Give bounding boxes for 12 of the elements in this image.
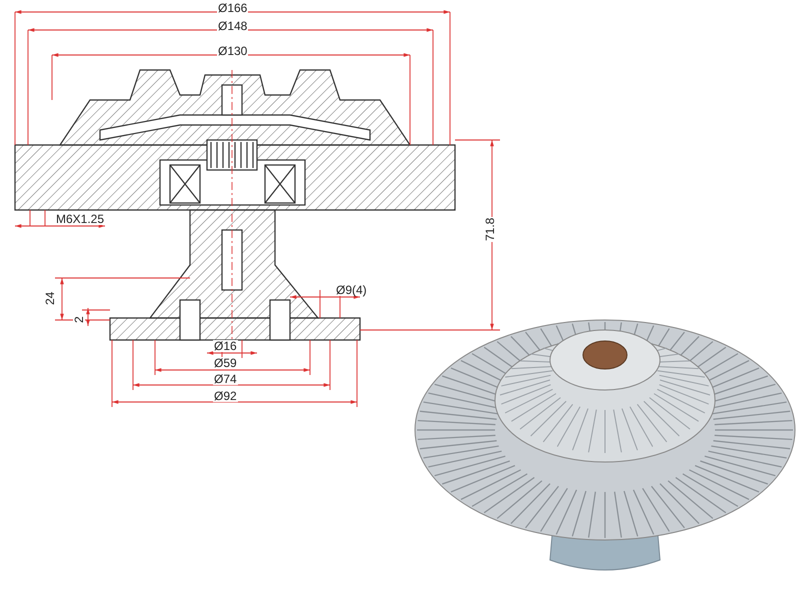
dimension-value: 2 [73, 315, 85, 324]
dimension-value: Ø92 [213, 390, 238, 402]
dimension-value: 71.8 [484, 216, 496, 242]
dimension-value: 24 [44, 290, 56, 306]
dimension-value: Ø9(4) [335, 284, 368, 296]
dimension-value: Ø16 [213, 340, 238, 352]
dimension-value: Ø59 [213, 357, 238, 369]
dimension-value: Ø148 [217, 20, 248, 32]
dimension-value: Ø166 [217, 2, 248, 14]
dimension-value: Ø74 [213, 373, 238, 385]
dimension-value: M6X1.25 [55, 213, 106, 225]
dimension-value: Ø130 [217, 45, 248, 57]
